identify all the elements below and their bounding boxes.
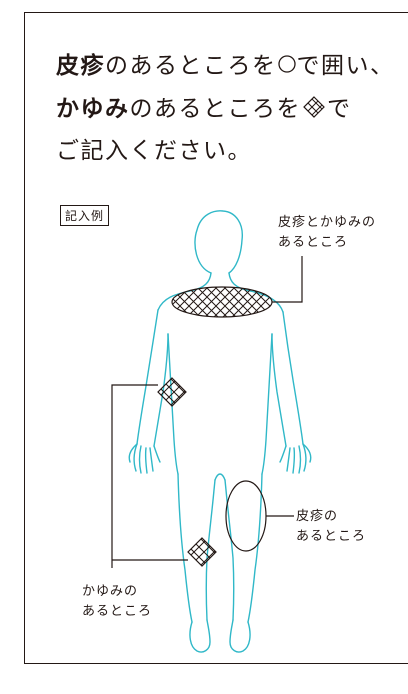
rash-itch-area-marker bbox=[171, 286, 273, 318]
label-rash-line-2: あるところ bbox=[296, 529, 367, 544]
body-outline bbox=[128, 210, 312, 653]
label-rash: 皮疹の あるところ bbox=[296, 507, 366, 547]
label-rash-and-itch: 皮疹とかゆみの あるところ bbox=[278, 213, 376, 253]
label-itch: かゆみの あるところ bbox=[82, 582, 152, 622]
label-rash-line-1: 皮疹の bbox=[296, 509, 339, 524]
instruction-text-2-end: で bbox=[327, 96, 352, 122]
instruction-line-3: ご記入ください。 bbox=[56, 138, 252, 164]
rash-keyword: 皮疹 bbox=[56, 53, 105, 79]
instruction-text-1: のあるところを bbox=[105, 53, 277, 79]
example-tag: 記入例 bbox=[60, 205, 110, 226]
label-itch-line-2: あるところ bbox=[82, 604, 153, 619]
instruction-card bbox=[24, 12, 408, 664]
label-itch-line-1: かゆみの bbox=[82, 584, 139, 599]
leader-lines bbox=[111, 256, 303, 568]
instruction-line-2: かゆみのあるところを で bbox=[56, 96, 352, 123]
itch-marker-elbow bbox=[157, 377, 187, 407]
diamond-hatch-icon bbox=[303, 96, 325, 123]
instruction-line-1: 皮疹のあるところをで囲い、 bbox=[56, 54, 395, 79]
instruction-text-2: のあるところを bbox=[129, 96, 301, 122]
circle-icon bbox=[277, 54, 297, 79]
label-rash-and-itch-line-1: 皮疹とかゆみの bbox=[278, 215, 377, 230]
instruction-text-1-end: で囲い、 bbox=[296, 53, 395, 79]
label-rash-and-itch-line-2: あるところ bbox=[278, 235, 349, 250]
itch-keyword: かゆみ bbox=[56, 96, 130, 122]
